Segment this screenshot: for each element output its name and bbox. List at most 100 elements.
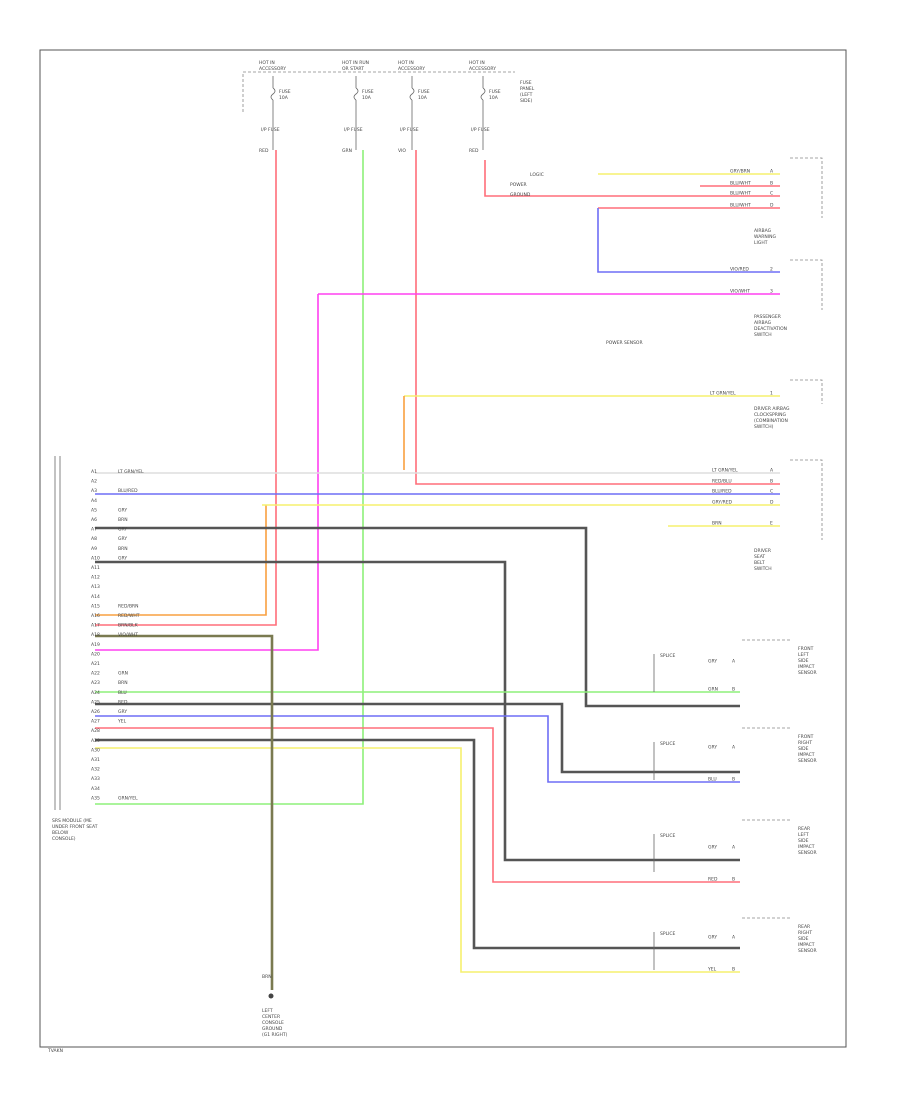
fuse-4-wire-label: RED xyxy=(469,148,479,154)
sensor-3-pin-label-2: RED xyxy=(708,877,718,883)
sensor-3-name-line: SIDE xyxy=(798,838,809,844)
sensor-1-name-line: IMPACT xyxy=(798,664,815,670)
fuse-1-name: FUSE xyxy=(279,89,291,95)
sensor-2-splice-label: SPLICE xyxy=(660,741,676,747)
component-1-name-line: WARNING xyxy=(754,234,776,240)
sensor-4-pin-label-1: GRY xyxy=(708,935,717,941)
module-pin-A16: A16 xyxy=(91,613,100,619)
sensor-2-pin-label-1: GRY xyxy=(708,745,717,751)
fuse-1-rating: 10A xyxy=(279,95,289,101)
component-3-name-line: (COMBINATION xyxy=(754,418,788,424)
sensor-1-pin-label-1: GRY xyxy=(708,659,717,665)
ground-wire-label: BRN xyxy=(262,974,272,980)
module-wire-label-A22: GRN xyxy=(118,671,128,677)
wire-red-a25 xyxy=(95,727,740,883)
fuse-2-wire-label: GRN xyxy=(342,148,352,154)
component-4-pin-id-3: C xyxy=(770,489,773,495)
module-pin-A13: A13 xyxy=(91,584,100,590)
sensor-1-pin-id-1: A xyxy=(732,659,736,665)
splice-label-4: POWER xyxy=(606,340,623,346)
sensor-2-pin-label-2: BLU xyxy=(708,777,717,783)
component-2-outline xyxy=(790,259,823,310)
wires xyxy=(95,150,780,990)
component-2-pin-id-2: 3 xyxy=(770,289,773,295)
wire-magenta-a18 xyxy=(95,294,319,651)
module-pin-A34: A34 xyxy=(91,786,100,792)
fuse-1-wire-label: RED xyxy=(259,148,269,154)
ground: BRN LEFT CENTER CONSOLE GROUND (G1 RIGHT… xyxy=(262,974,288,1038)
module-pin-A17: A17 xyxy=(91,623,100,629)
ground-point xyxy=(268,993,274,999)
module-pin-A23: A23 xyxy=(91,680,100,686)
component-1-outline xyxy=(790,157,823,218)
fuse-3-rating: 10A xyxy=(418,95,428,101)
module-wire-label-A1: LT GRN/YEL xyxy=(118,469,144,475)
component-4-name-line: SEAT xyxy=(754,554,765,560)
sensor-3-pin-id-2: B xyxy=(732,877,735,883)
module-pin-A22: A22 xyxy=(91,671,100,677)
module-pin-A11: A11 xyxy=(91,565,100,571)
fuse-3-element xyxy=(409,87,415,101)
component-1-pin-label-4: BLU/WHT xyxy=(730,203,751,209)
component-4-name-line: SWITCH xyxy=(754,566,772,572)
wire-green-fuse2 xyxy=(95,150,364,805)
sensor-2-name-line: SIDE xyxy=(798,746,809,752)
sensor-3-name-line: LEFT xyxy=(798,832,809,838)
fuse-1-hot-label: HOT IN xyxy=(259,60,275,66)
sensor-2-name-line: FRONT xyxy=(798,734,814,740)
component-4-pin-label-5: BRN xyxy=(712,521,722,527)
fuse-2-hot-label-2: OR START xyxy=(342,66,364,72)
fuse-4-hot-label-2: ACCESSORY xyxy=(469,66,496,72)
module-pin-A6: A6 xyxy=(91,517,97,523)
module-pin-A15: A15 xyxy=(91,603,100,609)
module-pin-A26: A26 xyxy=(91,709,100,715)
fuse-4-note: I/P FUSE xyxy=(471,127,490,133)
sensor-1-name-line: SIDE xyxy=(798,658,809,664)
ground-label: LEFT CENTER CONSOLE GROUND (G1 RIGHT) xyxy=(262,1008,288,1038)
sensor-4-pin-id-2: B xyxy=(732,967,735,973)
module-pin-A8: A8 xyxy=(91,536,97,542)
sensor-4-name-line: IMPACT xyxy=(798,942,815,948)
component-1-pin-id-1: A xyxy=(770,169,774,175)
component-2-pin-label-1: VIO/RED xyxy=(730,267,749,273)
sensor-4-pin-label-2: YEL xyxy=(707,967,717,973)
component-3-pin-label-1: LT GRN/YEL xyxy=(710,391,736,397)
fuse-4-name: FUSE xyxy=(489,89,501,95)
sensor-4-name-line: RIGHT xyxy=(798,930,812,936)
fuse-4-hot-label: HOT IN xyxy=(469,60,485,66)
sensor-3-name-line: SENSOR xyxy=(798,850,817,856)
module-pin-A5: A5 xyxy=(91,507,97,513)
wire-blue-warning xyxy=(597,208,780,273)
module-wire-label-A24: BLU xyxy=(118,690,127,696)
wire-dark-a26 xyxy=(95,738,740,950)
sensor-3-splice-label: SPLICE xyxy=(660,833,676,839)
component-4-pin-label-3: BLU/RED xyxy=(712,489,732,495)
component-2-name-line: AIRBAG xyxy=(754,320,772,326)
module-wire-label-A9: BRN xyxy=(118,546,128,552)
fuse-2-rating: 10A xyxy=(362,95,372,101)
module-pin-A30: A30 xyxy=(91,747,100,753)
module-pin-A12: A12 xyxy=(91,575,100,581)
fuse-1-hot-label-2: ACCESSORY xyxy=(259,66,286,72)
sensor-4-name-line: SIDE xyxy=(798,936,809,942)
module-wire-label-A10: GRY xyxy=(118,555,127,561)
component-3-name-line: SWITCH) xyxy=(754,424,774,430)
component-2-name-line: SWITCH xyxy=(754,332,772,338)
srs-module-label: SRS MODULE (ME UNDER FRONT SEAT BELOW CO… xyxy=(52,818,99,842)
module-pin-A4: A4 xyxy=(91,498,97,504)
module-pin-A19: A19 xyxy=(91,642,100,648)
sensor-1-splice-label: SPLICE xyxy=(660,653,676,659)
component-1-name-line: AIRBAG xyxy=(754,228,772,234)
wire-dark-a6 xyxy=(95,526,740,708)
page-code: TVAKN xyxy=(47,1048,63,1054)
sensor-2-pin-id-1: A xyxy=(732,745,736,751)
module-pin-A35: A35 xyxy=(91,795,100,801)
module-pin-A25: A25 xyxy=(91,699,100,705)
